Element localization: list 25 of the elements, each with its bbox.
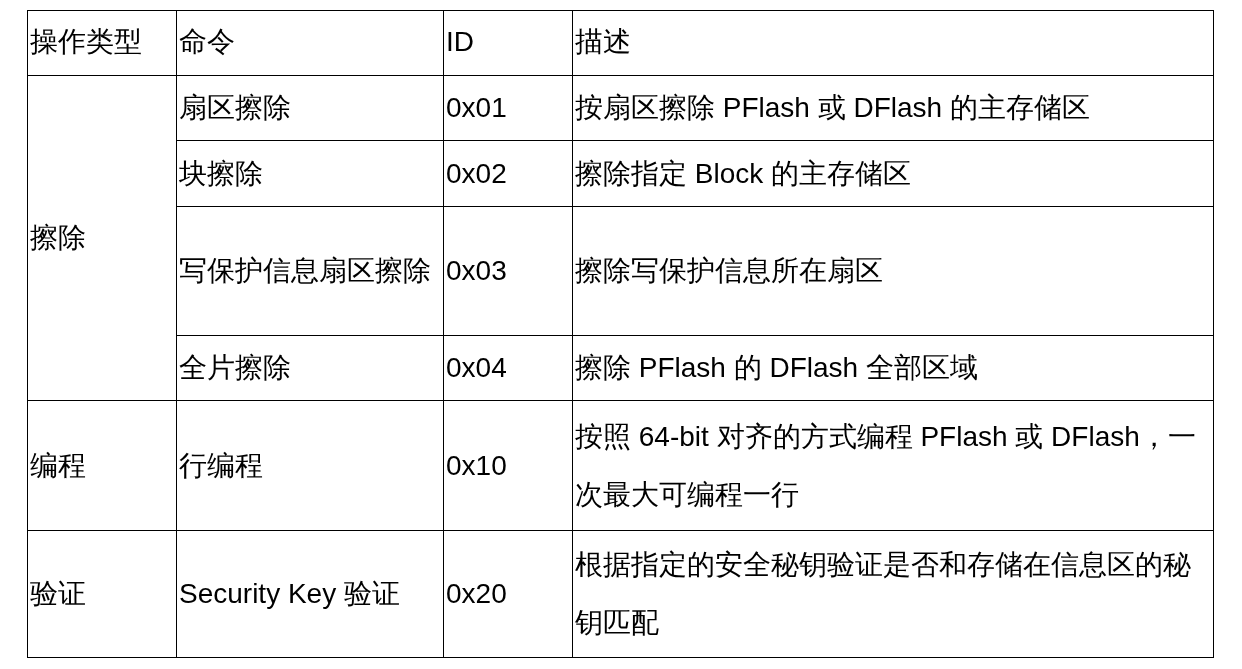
header-cell: 描述 — [572, 10, 1214, 76]
table-cell: 扇区擦除 — [176, 75, 444, 141]
table-cell: 编程 — [27, 400, 177, 531]
table-cell: 全片擦除 — [176, 335, 444, 401]
header-cell: 命令 — [176, 10, 444, 76]
table-cell: Security Key 验证 — [176, 530, 444, 658]
table-cell: 验证 — [27, 530, 177, 658]
table-cell: 根据指定的安全秘钥验证是否和存储在信息区的秘钥匹配 — [572, 530, 1214, 658]
table-cell: 0x20 — [443, 530, 573, 658]
table-cell: 擦除指定 Block 的主存储区 — [572, 140, 1214, 207]
table-cell: 0x01 — [443, 75, 573, 141]
table-cell: 擦除 PFlash 的 DFlash 全部区域 — [572, 335, 1214, 401]
table-cell: 0x04 — [443, 335, 573, 401]
table-cell: 写保护信息扇区擦除 — [176, 206, 444, 336]
table-cell: 行编程 — [176, 400, 444, 531]
table-cell: 0x03 — [443, 206, 573, 336]
table-cell: 擦除写保护信息所在扇区 — [572, 206, 1214, 336]
table-cell: 块擦除 — [176, 140, 444, 207]
header-cell: 操作类型 — [27, 10, 177, 76]
table-cell: 按照 64-bit 对齐的方式编程 PFlash 或 DFlash，一次最大可编程一行 — [572, 400, 1214, 531]
table-cell: 擦除 — [27, 75, 177, 401]
table-cell: 0x10 — [443, 400, 573, 531]
table-cell: 按扇区擦除 PFlash 或 DFlash 的主存储区 — [572, 75, 1214, 141]
table-cell: 0x02 — [443, 140, 573, 207]
header-cell: ID — [443, 10, 573, 76]
